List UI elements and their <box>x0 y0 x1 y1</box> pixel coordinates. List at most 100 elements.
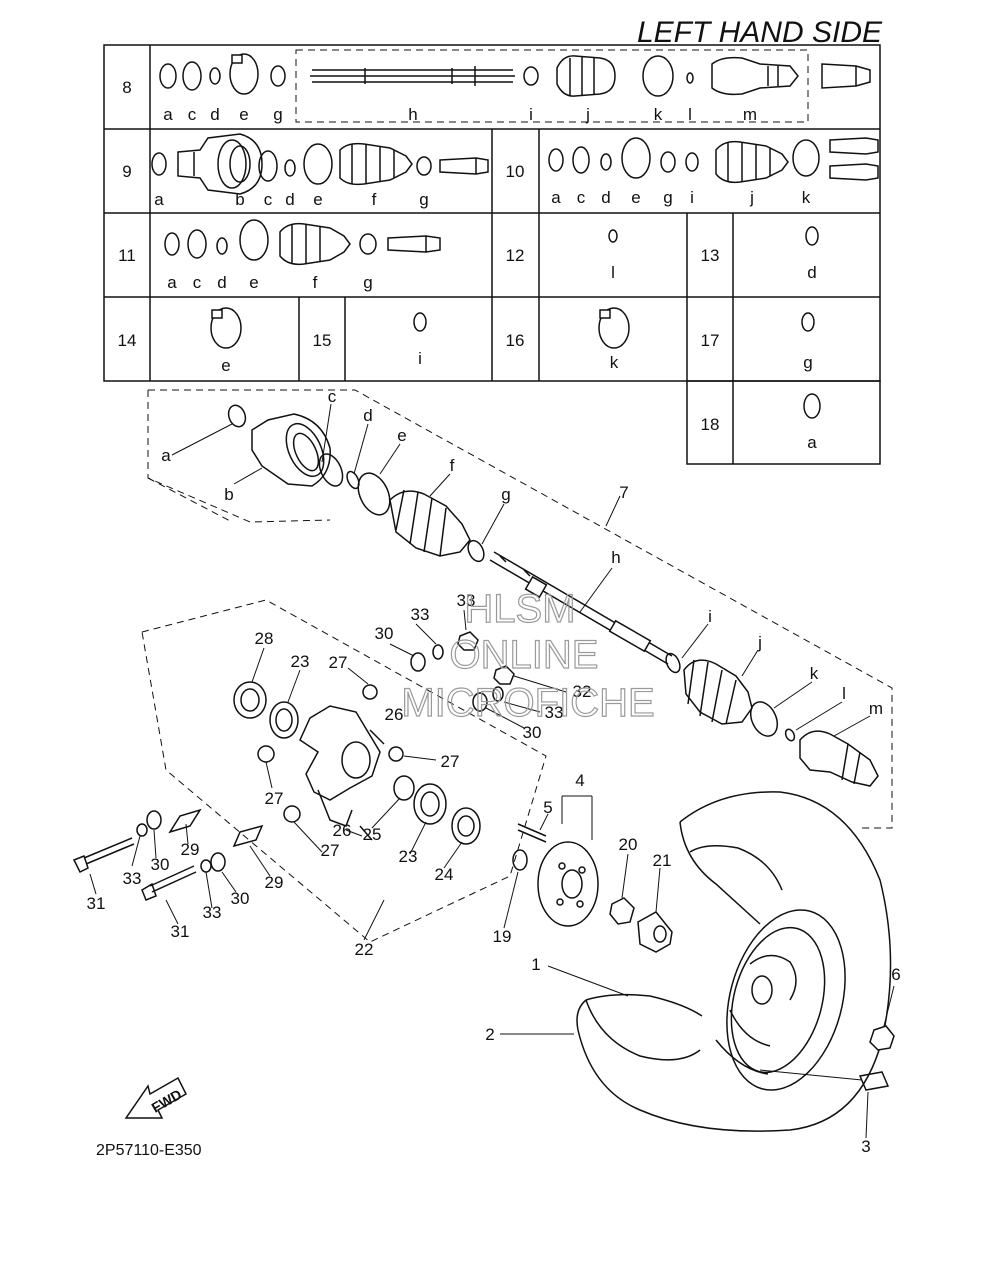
callout-number: 27 <box>321 841 340 860</box>
callout-number: 26 <box>333 821 352 840</box>
wheel-assembly <box>576 791 895 1132</box>
kit-part-letter: l <box>688 105 692 124</box>
callout-number: 27 <box>265 789 284 808</box>
kit-part-letter: g <box>803 353 812 372</box>
callout-number: 23 <box>291 652 310 671</box>
kit-part-letter: j <box>749 188 754 207</box>
kit-number: 17 <box>701 331 720 350</box>
shaft-letter: g <box>501 485 510 504</box>
kit-number: 9 <box>122 162 131 181</box>
shaft-letter: m <box>869 699 883 718</box>
callout-number: 27 <box>329 653 348 672</box>
kit-part-letter: e <box>239 105 248 124</box>
kit-8-parts <box>159 53 871 97</box>
callout-number: 4 <box>575 771 584 790</box>
kit-part-letter: h <box>408 105 417 124</box>
shaft-leaders <box>171 403 871 737</box>
callout-number: 33 <box>411 605 430 624</box>
shaft-letter: j <box>757 633 762 652</box>
callout-number: 30 <box>151 855 170 874</box>
kit-part-letter: i <box>529 105 533 124</box>
callout-number: 33 <box>203 903 222 922</box>
callout-number: 30 <box>523 723 542 742</box>
callout-number: 31 <box>171 922 190 941</box>
callout-number: 29 <box>181 840 200 859</box>
shaft-letter: i <box>708 607 712 626</box>
kit-10-parts <box>548 137 879 184</box>
kit-number: 16 <box>506 331 525 350</box>
shaft-letter: l <box>842 684 846 703</box>
callout-number: 33 <box>545 703 564 722</box>
watermark-line: HLSM <box>464 587 575 631</box>
kit-part-letter: d <box>285 190 294 209</box>
kit-9-parts <box>151 133 489 195</box>
callout-number: 21 <box>653 851 672 870</box>
callout-number: 32 <box>573 682 592 701</box>
kit-part-letter: a <box>154 190 164 209</box>
callout-number: 31 <box>87 894 106 913</box>
kit-part-letter: i <box>418 349 422 368</box>
kit-part-letter: m <box>743 105 757 124</box>
callout-number: 26 <box>385 705 404 724</box>
kit-part-letter: d <box>601 188 610 207</box>
callout-number: 7 <box>619 483 628 502</box>
fwd-arrow-icon: FWD <box>124 1076 187 1119</box>
callout-number: 3 <box>861 1137 870 1156</box>
drive-shaft-assembly <box>147 389 893 829</box>
kit-part-letter: k <box>802 188 811 207</box>
shaft-letter: f <box>450 456 455 475</box>
kit-part-letter: c <box>193 273 202 292</box>
kit-part-letter: i <box>690 188 694 207</box>
kit-part-letter: a <box>807 433 817 452</box>
watermark-line: MICROFICHE <box>401 681 654 725</box>
kit-number: 8 <box>122 78 131 97</box>
kit-number: 13 <box>701 246 720 265</box>
diagram-code: 2P57110-E350 <box>96 1142 202 1159</box>
callout-number: 33 <box>457 591 476 610</box>
kit-part-letter: c <box>188 105 197 124</box>
callout-number: 1 <box>531 955 540 974</box>
shaft-letter: a <box>161 446 171 465</box>
kit-part-letter: a <box>167 273 177 292</box>
shaft-letter: b <box>224 485 233 504</box>
callout-number: 30 <box>375 624 394 643</box>
callout-number: 29 <box>265 873 284 892</box>
kit-part-letter: d <box>807 263 816 282</box>
kit-part-letter: b <box>235 190 244 209</box>
callout-number: 23 <box>399 847 418 866</box>
callout-number: 22 <box>355 940 374 959</box>
hub-assembly <box>512 823 673 953</box>
kit-number: 15 <box>313 331 332 350</box>
kit-part-letter: g <box>363 273 372 292</box>
kit-single-parts <box>210 226 821 419</box>
kit-part-letter: l <box>611 263 615 282</box>
kit-number: 18 <box>701 415 720 434</box>
callout-leaders <box>89 609 895 1139</box>
shaft-letter: c <box>328 387 337 406</box>
kit-part-letter: e <box>313 190 322 209</box>
watermark-line: ONLINE <box>450 633 599 677</box>
callout-number: 19 <box>493 927 512 946</box>
kit-part-letter: g <box>419 190 428 209</box>
kit-part-letter: f <box>313 273 318 292</box>
callout-number: 20 <box>619 835 638 854</box>
shaft-letter: d <box>363 406 372 425</box>
kit-part-letter: g <box>273 105 282 124</box>
kit-11-parts <box>164 219 441 266</box>
kit-number: 14 <box>118 331 137 350</box>
callout-number: 24 <box>435 865 454 884</box>
callout-number: 6 <box>891 965 900 984</box>
kit-part-letter: g <box>663 188 672 207</box>
kit-part-letter: a <box>551 188 561 207</box>
callout-number: 25 <box>363 825 382 844</box>
kit-part-letter: k <box>610 353 619 372</box>
watermark: HLSM ONLINE MICROFICHE <box>401 586 656 725</box>
shaft-letter: k <box>810 664 819 683</box>
kit-part-letter: e <box>631 188 640 207</box>
callout-number: 30 <box>231 889 250 908</box>
shaft-letter: e <box>397 426 406 445</box>
callout-number: 2 <box>485 1025 494 1044</box>
kit-number: 10 <box>506 162 525 181</box>
kit-part-letter: c <box>577 188 586 207</box>
